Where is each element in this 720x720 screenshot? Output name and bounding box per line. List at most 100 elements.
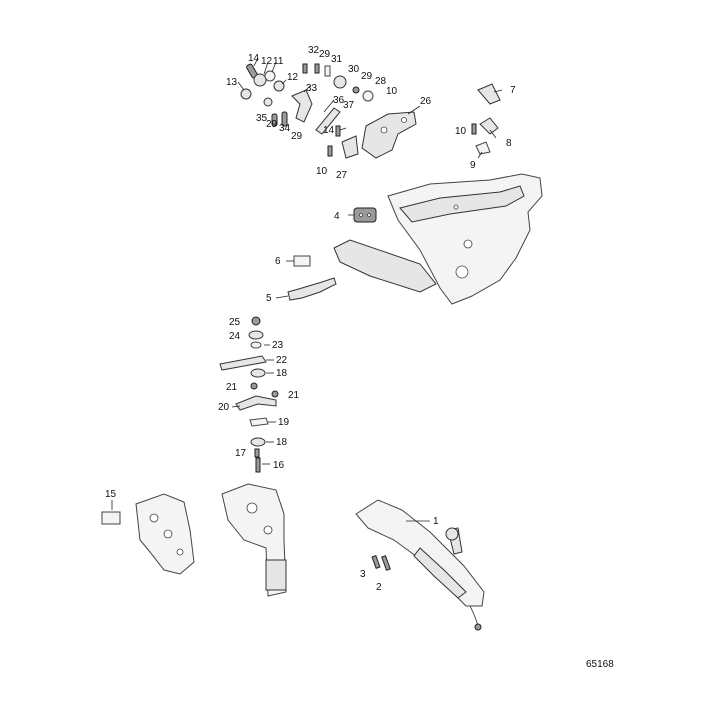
- part-washer-18a: [250, 368, 266, 378]
- control-handle: [355, 499, 485, 631]
- middle-parts: [287, 207, 437, 301]
- callout-31: 31: [331, 54, 343, 65]
- part-washer-12a: [253, 73, 267, 87]
- part-clip-7: [477, 83, 501, 105]
- callout-14a: 14: [248, 53, 260, 64]
- part-cable: [469, 605, 479, 627]
- part-clip-30: [333, 75, 347, 89]
- callout-21b: 21: [288, 390, 300, 401]
- part-cam-26: [361, 111, 417, 159]
- callout-8: 8: [506, 138, 512, 149]
- part-pin-32: [302, 63, 308, 74]
- part-clip-9: [475, 141, 491, 155]
- part-bushing-12b: [273, 80, 285, 92]
- part-clip-19: [249, 417, 269, 427]
- callout-15: 15: [105, 489, 117, 500]
- callout-27: 27: [336, 170, 348, 181]
- stacked-parts: [219, 316, 279, 473]
- part-pin-31: [324, 65, 331, 77]
- part-pin-10a: [327, 145, 333, 157]
- callout-10a: 10: [386, 86, 398, 97]
- part-washer-23: [250, 341, 262, 349]
- callout-16: 16: [273, 460, 285, 471]
- callout-37: 37: [343, 100, 355, 111]
- part-washer-13: [240, 88, 252, 100]
- callout-26: 26: [420, 96, 432, 107]
- lower-brackets: [101, 483, 287, 597]
- callout-7: 7: [510, 85, 516, 96]
- callout-4: 4: [334, 211, 340, 222]
- part-screw-10b: [471, 123, 477, 135]
- part-pin-29a: [314, 63, 320, 74]
- figure-number: 65168: [586, 659, 614, 670]
- part-label-6: [293, 255, 311, 267]
- part-pin-34: [281, 111, 288, 127]
- part-washer-small: [263, 97, 273, 107]
- part-pin-3: [371, 555, 381, 569]
- callout-5: 5: [266, 293, 272, 304]
- callout-20: 20: [218, 402, 230, 413]
- callout-33: 33: [306, 83, 318, 94]
- callout-36: 36: [333, 95, 345, 106]
- callout-11: 11: [273, 56, 284, 67]
- part-washer-18b: [250, 437, 266, 447]
- callout-32: 32: [308, 45, 320, 56]
- part-screw-21b: [271, 390, 279, 398]
- part-plate: [333, 239, 437, 293]
- callout-23: 23: [272, 340, 284, 351]
- callout-9: 9: [470, 160, 476, 171]
- callout-18b: 18: [276, 437, 288, 448]
- leader-lines: [111, 57, 503, 522]
- upper-linkage-assembly: [240, 63, 417, 159]
- callout-13: 13: [226, 77, 238, 88]
- part-pad-4: [353, 207, 377, 223]
- callout-3: 3: [360, 569, 366, 580]
- part-stud-17: [254, 448, 260, 458]
- callout-10b: 10: [316, 166, 328, 177]
- small-parts-right: [471, 83, 501, 155]
- part-bracket-8: [479, 117, 499, 135]
- part-label-15: [101, 511, 121, 525]
- part-bushing-11: [264, 70, 276, 82]
- part-screw-21a: [250, 382, 258, 390]
- callout-12a: 12: [261, 56, 273, 67]
- part-lever-22: [219, 355, 267, 371]
- callout-12b: 12: [287, 72, 299, 83]
- part-cable-5: [287, 277, 337, 301]
- callout-10c: 10: [455, 126, 467, 137]
- part-link-20: [235, 395, 277, 411]
- callout-29d: 29: [291, 131, 303, 142]
- main-housing: [387, 173, 543, 305]
- callout-2: 2: [376, 582, 382, 593]
- part-washer-24: [248, 330, 264, 340]
- callout-30: 30: [348, 64, 360, 75]
- part-pin-35: [271, 113, 278, 127]
- callout-29a: 29: [319, 49, 331, 60]
- part-pin-16: [255, 457, 261, 473]
- callout-1: 1: [433, 516, 439, 527]
- callout-35: 35: [256, 113, 268, 124]
- callout-14b: 14: [323, 125, 335, 136]
- callout-34: 34: [279, 123, 291, 134]
- part-pin-2: [381, 555, 391, 571]
- part-lever-33: [291, 89, 313, 123]
- part-link-arm: [315, 107, 341, 135]
- callout-24: 24: [229, 331, 241, 342]
- callout-29b: 29: [361, 71, 373, 82]
- callout-6: 6: [275, 256, 281, 267]
- callout-25: 25: [229, 317, 241, 328]
- callout-17: 17: [235, 448, 247, 459]
- callout-29c: 29: [266, 119, 278, 130]
- callout-28: 28: [375, 76, 387, 87]
- callout-21a: 21: [226, 382, 238, 393]
- part-pin-14b: [335, 125, 341, 137]
- callout-18a: 18: [276, 368, 288, 379]
- part-nut-29b: [352, 86, 360, 94]
- part-spring-28: [362, 90, 374, 102]
- part-bracket-27: [341, 135, 359, 159]
- part-nut-25: [251, 316, 261, 326]
- callout-labels: 14 12 11 13 12 32 29 31 30 29 28 10 33 3…: [105, 45, 614, 670]
- callout-19: 19: [278, 417, 290, 428]
- callout-22: 22: [276, 355, 288, 366]
